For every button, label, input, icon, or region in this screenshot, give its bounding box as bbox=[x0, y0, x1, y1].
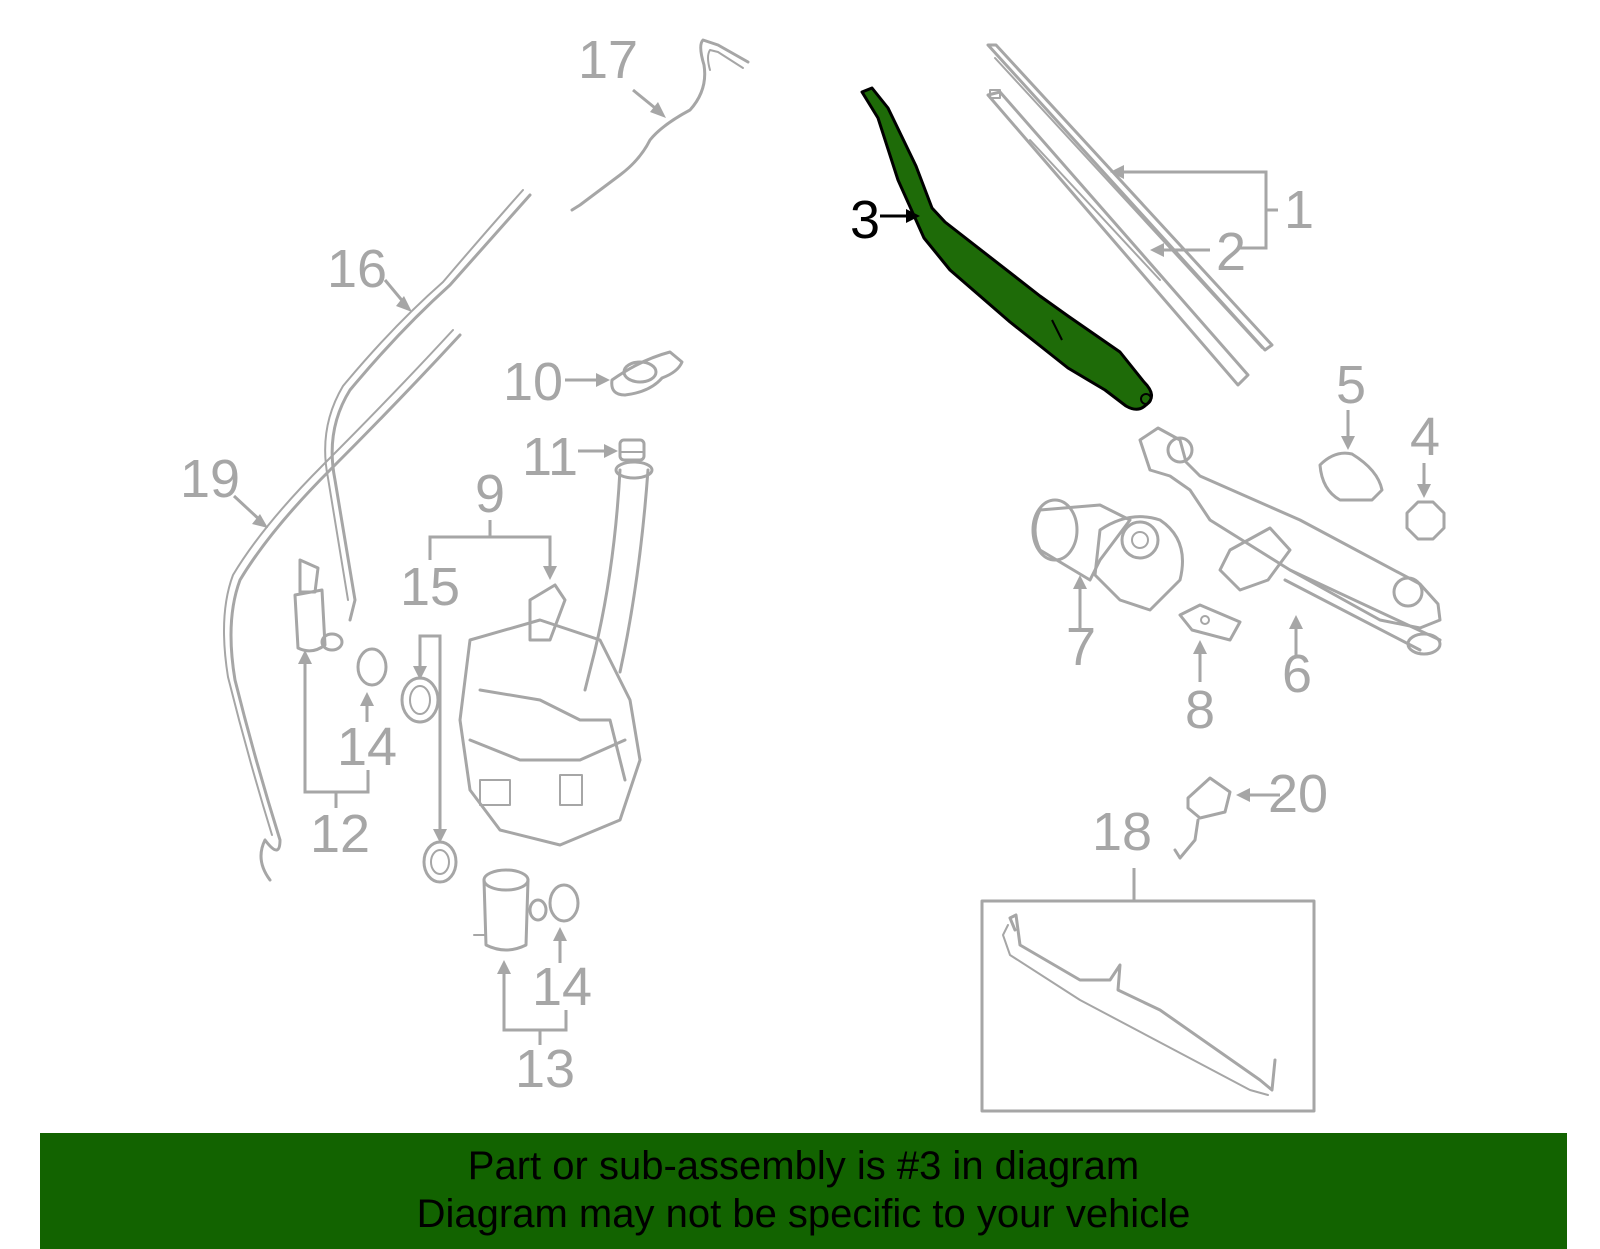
part-4-nut bbox=[1405, 500, 1446, 541]
callout-3[interactable]: 3 bbox=[850, 190, 880, 250]
banner-line-part: Part or sub-assembly is #3 in diagram bbox=[467, 1144, 1140, 1188]
callout-19: 19 bbox=[180, 449, 240, 509]
part-14-oring bbox=[356, 647, 388, 687]
callout-8: 8 bbox=[1185, 680, 1215, 740]
part-12-pump bbox=[293, 558, 344, 653]
callout-5: 5 bbox=[1336, 355, 1366, 415]
callout-11: 11 bbox=[522, 427, 578, 487]
callout-13: 13 bbox=[515, 1039, 575, 1099]
callout-20: 20 bbox=[1268, 764, 1328, 824]
callout-18: 18 bbox=[1092, 802, 1152, 862]
part-19-hose bbox=[229, 333, 462, 882]
part-15-grommet bbox=[400, 676, 458, 884]
callout-15: 15 bbox=[400, 557, 460, 617]
part-14-oring-lower bbox=[548, 883, 580, 923]
callout-10: 10 bbox=[503, 352, 563, 412]
callout-9: 9 bbox=[475, 464, 505, 524]
callout-1: 1 bbox=[1284, 180, 1314, 240]
part-8-bracket bbox=[1178, 603, 1242, 642]
part-3-wiper-arm[interactable] bbox=[860, 86, 1153, 411]
part-10-cap bbox=[610, 350, 684, 397]
callout-16: 16 bbox=[327, 239, 387, 299]
part-17-hose bbox=[570, 38, 750, 212]
part-11-nozzle bbox=[618, 438, 646, 462]
part-1-wiper-blade bbox=[986, 43, 1274, 352]
part-16-hose bbox=[330, 193, 532, 622]
part-2-refill bbox=[986, 89, 1250, 387]
callout-7: 7 bbox=[1066, 617, 1096, 677]
part-5-pivot-cap bbox=[1318, 451, 1384, 502]
info-banner: Part or sub-assembly is #3 in diagram Di… bbox=[40, 1133, 1567, 1249]
callout-4: 4 bbox=[1410, 407, 1440, 467]
part-13-pump bbox=[473, 868, 548, 952]
part-9-reservoir bbox=[458, 460, 654, 847]
callout-12: 12 bbox=[310, 804, 370, 864]
part-7-motor bbox=[1031, 498, 1184, 612]
callout-17: 17 bbox=[578, 30, 638, 90]
part-20-nozzle bbox=[1173, 776, 1232, 860]
banner-line-disclaimer: Diagram may not be specific to your vehi… bbox=[416, 1192, 1191, 1236]
part-18-hose-assembly bbox=[980, 899, 1316, 1113]
callout-14-lower: 14 bbox=[532, 957, 592, 1017]
callout-14-upper: 14 bbox=[337, 717, 397, 777]
callout-6: 6 bbox=[1282, 644, 1312, 704]
callout-2: 2 bbox=[1216, 222, 1246, 282]
part-6-linkage bbox=[1138, 426, 1442, 656]
